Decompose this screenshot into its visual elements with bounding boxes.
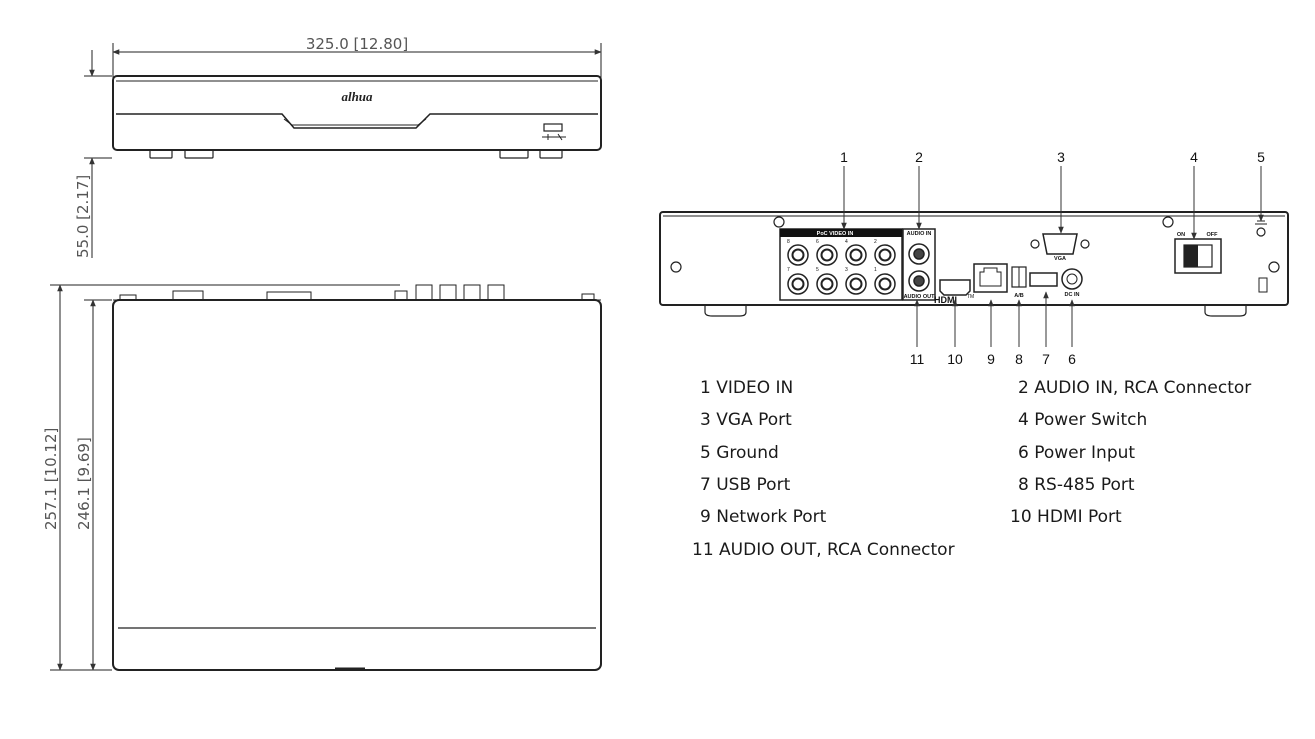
callout-8: 8 <box>1015 351 1023 367</box>
callout-9: 9 <box>987 351 995 367</box>
channel-number-label: 8 <box>787 239 790 245</box>
channel-number-label: 5 <box>816 267 819 273</box>
bnc-center-pin <box>849 277 863 291</box>
bnc-center-pin <box>791 277 805 291</box>
on-label: ON <box>1177 232 1185 238</box>
callout-3: 3 <box>1057 149 1065 165</box>
legend-item-1: 1 VIDEO IN <box>700 378 794 398</box>
screw-icon <box>773 216 785 228</box>
ab-label: A/B <box>1014 293 1024 299</box>
screw-icon <box>1268 261 1280 273</box>
vga-label: VGA <box>1054 256 1066 262</box>
front-usb-icon <box>543 123 563 132</box>
dc-in-label: DC IN <box>1065 292 1080 298</box>
audio-out-rca-icon <box>908 270 930 292</box>
callout-1: 1 <box>840 149 848 165</box>
bnc-center-pin <box>849 248 863 262</box>
width-dimension: 325.0 [12.80] <box>306 35 408 53</box>
screw-icon <box>1162 216 1174 228</box>
front-logo: alhua <box>341 89 373 104</box>
screw-icon <box>670 261 682 273</box>
callout-10: 10 <box>947 351 963 367</box>
bnc-connector-icon <box>787 244 809 266</box>
callout-7: 7 <box>1042 351 1050 367</box>
depth-outer-dimension: 257.1 [10.12] <box>42 428 60 530</box>
channel-number-label: 7 <box>787 267 790 273</box>
bnc-connector-icon <box>845 273 867 295</box>
channel-number-label: 3 <box>845 267 848 273</box>
callout-2: 2 <box>915 149 923 165</box>
top-view <box>112 284 602 671</box>
vga-port-icon <box>1042 233 1078 255</box>
audio-in-rca-icon <box>908 243 930 265</box>
bnc-connector-icon <box>845 244 867 266</box>
callout-5: 5 <box>1257 149 1265 165</box>
power-switch-icon <box>1174 238 1222 274</box>
bnc-connectors: 8 6 4 2 7 5 3 1 <box>787 239 896 295</box>
legend-item-4: 4 Power Switch <box>1018 410 1148 430</box>
usb-port-icon <box>1029 272 1058 287</box>
bnc-connector-icon <box>874 244 896 266</box>
legend-item-8: 8 RS-485 Port <box>1018 475 1135 495</box>
hdmi-label: HDMI <box>934 295 957 305</box>
audio-out-label: AUDIO OUT <box>904 294 936 300</box>
legend-item-5: 5 Ground <box>700 443 779 463</box>
legend-item-3: 3 VGA Port <box>700 410 792 430</box>
audio-in-label: AUDIO IN <box>907 231 932 237</box>
legend-item-10: 10 HDMI Port <box>1010 507 1122 527</box>
off-label: OFF <box>1207 232 1219 238</box>
legend-item-7: 7 USB Port <box>700 475 791 495</box>
bnc-connector-icon <box>874 273 896 295</box>
bnc-center-pin <box>878 277 892 291</box>
bnc-connector-icon <box>816 244 838 266</box>
legend-item-2: 2 AUDIO IN, RCA Connector <box>1018 378 1252 398</box>
poc-label: PoC VIDEO IN <box>817 231 854 237</box>
depth-inner-dimension: 246.1 [9.69] <box>75 437 93 530</box>
network-port-icon <box>973 263 1008 293</box>
dc-in-icon <box>1061 268 1083 290</box>
legend-item-9: 9 Network Port <box>700 507 827 527</box>
callout-6: 6 <box>1068 351 1076 367</box>
ground-icon <box>1256 227 1266 237</box>
hdmi-tm: TM <box>967 294 974 300</box>
bnc-connector-icon <box>787 273 809 295</box>
legend-item-6: 6 Power Input <box>1018 443 1136 463</box>
channel-number-label: 6 <box>816 239 819 245</box>
legend-item-11: 11 AUDIO OUT, RCA Connector <box>692 540 955 560</box>
callout-4: 4 <box>1190 149 1198 165</box>
channel-number-label: 4 <box>845 239 848 245</box>
bnc-connector-icon <box>816 273 838 295</box>
front-view <box>112 43 602 159</box>
bnc-center-pin <box>878 248 892 262</box>
channel-number-label: 1 <box>874 267 877 273</box>
callout-11: 11 <box>910 351 925 367</box>
bnc-center-pin <box>820 248 834 262</box>
bnc-center-pin <box>820 277 834 291</box>
hdmi-port-icon <box>939 279 971 296</box>
bnc-center-pin <box>791 248 805 262</box>
channel-number-label: 2 <box>874 239 877 245</box>
height-dimension: 55.0 [2.17] <box>74 175 92 258</box>
